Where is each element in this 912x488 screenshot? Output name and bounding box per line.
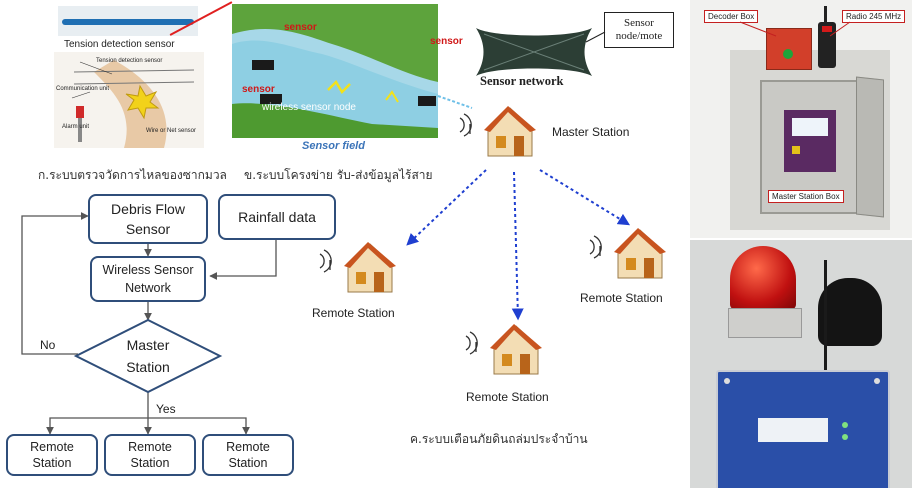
radio-antenna [824, 6, 827, 22]
flow-remote-station-label: Remote Station [30, 440, 74, 470]
decoder-box-tag: Decoder Box [704, 10, 759, 23]
panel-a-caption: ก.ระบบตรวจวัดการไหลของซากมวล [38, 168, 227, 182]
flow-remote-station-box: Remote Station [6, 434, 98, 476]
sensor-field-label: Sensor field [302, 140, 365, 152]
screw [874, 378, 880, 384]
rainfall-data-box: Rainfall data [218, 194, 336, 240]
sensor-cable [62, 19, 194, 25]
wireless-sensor-network-label: Wireless Sensor Network [102, 263, 194, 295]
node-connector [586, 31, 606, 43]
remote-station-label: Remote Station [466, 390, 549, 404]
flow-yes-label: Yes [156, 402, 176, 416]
siren-light [730, 246, 796, 310]
sensor-label: sensor [284, 22, 317, 33]
sensor-node-icon [418, 96, 436, 106]
flow-remote-station-label: Remote Station [128, 440, 172, 470]
radio-device [818, 6, 836, 68]
debris-flow-sensor-label: Debris Flow Sensor [111, 201, 185, 237]
remote-station-label: Remote Station [580, 291, 663, 305]
lcd-screen [792, 118, 828, 136]
remote-house-icon [319, 242, 396, 293]
panel-a-inner-label: Communication unit [56, 86, 110, 92]
panel-a-inner-label: Tension detection sensor [96, 58, 163, 64]
panel-button [792, 146, 800, 154]
flow-no-label: No [40, 338, 56, 352]
panel-tension-sensor: Tension detection sensor Tension detecti… [52, 1, 233, 148]
panel-b-caption: ข.ระบบโครงข่าย รับ-ส่งข้อมูลไร้สาย [244, 168, 433, 182]
sensor-label: sensor [242, 84, 275, 95]
alarm-led [842, 434, 848, 440]
screw [724, 378, 730, 384]
master-decision-diamond [73, 318, 223, 394]
rainfall-data-label: Rainfall data [238, 209, 316, 225]
panel-a-inner-label: Wire or Net sensor [146, 128, 197, 134]
wireless-sensor-network-box: Wireless Sensor Network [90, 256, 206, 302]
sensor-node-icon [260, 94, 282, 104]
alarm-lcd [758, 418, 828, 442]
panel-a-title: Tension detection sensor [64, 39, 175, 50]
control-panel [784, 110, 836, 172]
panel-c-caption: ค.ระบบเตือนภัยดินถล่มประจำบ้าน [410, 432, 588, 446]
photo-pointer-lines [739, 21, 851, 37]
remote-house-icon [465, 324, 542, 375]
master-decision-label: Master Station [126, 337, 170, 375]
alarm-control-box [716, 370, 890, 488]
radio-tag: Radio 245 MHz [842, 10, 906, 23]
debris-flow-sensor-box: Debris Flow Sensor [88, 194, 208, 244]
decoder-indicator [783, 49, 793, 59]
remote-station-label: Remote Station [312, 306, 395, 320]
flow-remote-station-box: Remote Station [202, 434, 294, 476]
remote-house-icon [589, 228, 666, 279]
panel-a-inner-label: Alarm unit [62, 124, 90, 130]
wsn-label: wireless sensor node [262, 102, 356, 113]
speaker-horn [818, 278, 882, 346]
tension-illustration [54, 52, 204, 148]
sensor-field-map [232, 4, 438, 138]
sensor-network-label: Sensor network [480, 74, 564, 88]
photo-master-station: Decoder Box Radio 245 MHz Master Station… [690, 0, 912, 238]
sensor-network-graphic [476, 28, 592, 76]
sensor-photo [58, 6, 198, 36]
flow-remote-station-box: Remote Station [104, 434, 196, 476]
master-house-icon [459, 106, 536, 157]
master-station-label: Master Station [552, 125, 630, 139]
sensor-node-icon [252, 60, 274, 70]
sensor-label: sensor [430, 36, 463, 47]
siren-base [728, 308, 802, 338]
sensor-node-label: Sensor node/mote [615, 17, 663, 42]
alarm-led [842, 422, 848, 428]
flow-remote-station-label: Remote Station [226, 440, 270, 470]
master-station-box-tag: Master Station Box [768, 190, 844, 203]
sensor-node-box: Sensor node/mote [604, 12, 674, 48]
photo-remote-alarm [690, 240, 912, 488]
radio-light [822, 26, 832, 32]
panel-sensor-field: sensor sensor sensor wireless sensor nod… [232, 4, 463, 154]
antenna [824, 260, 827, 380]
